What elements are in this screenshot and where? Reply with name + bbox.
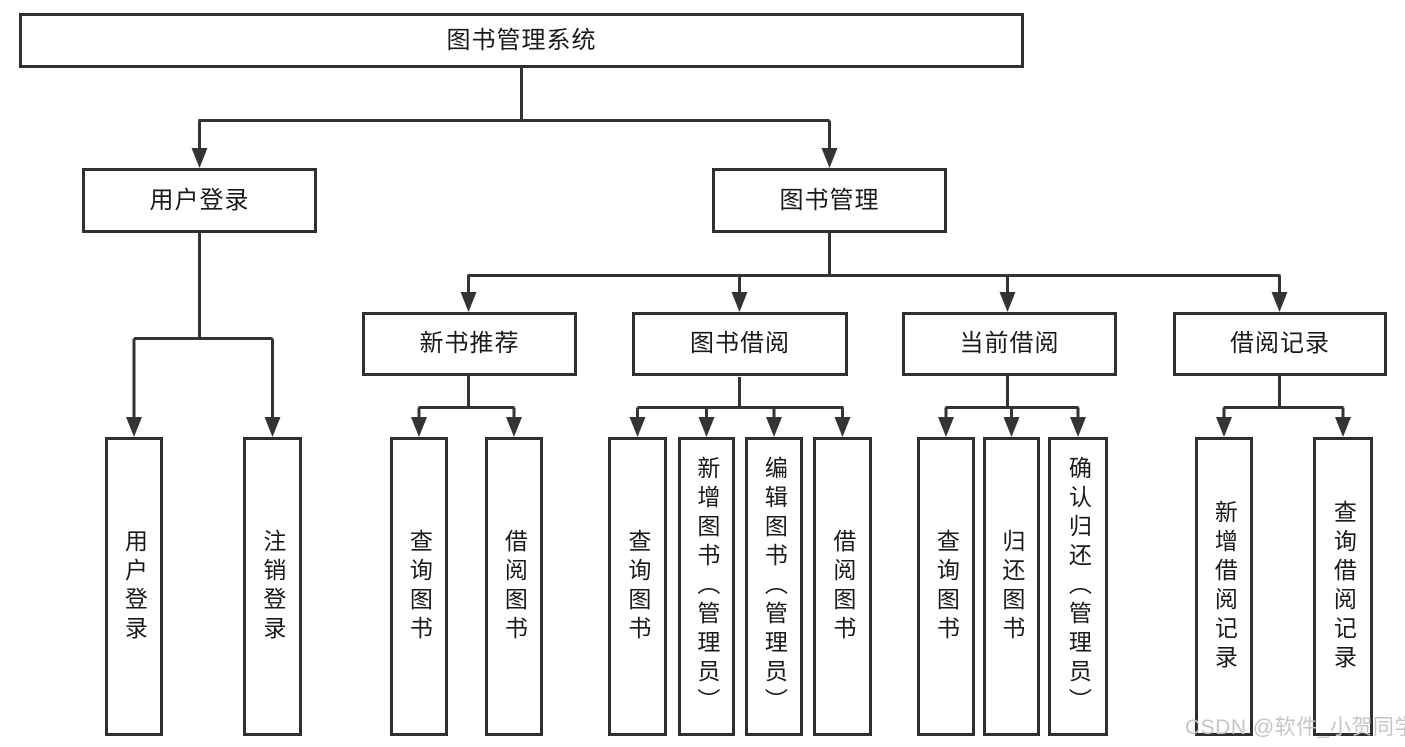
node-root: 图书管理系统 [19, 13, 1024, 68]
connector-paths [132, 68, 1345, 421]
node-query-borrow-record: 查询借阅记录 [1313, 437, 1373, 736]
node-borrow-books-1: 借阅图书 [485, 437, 543, 736]
node-borrow-books-2: 借阅图书 [813, 437, 872, 736]
node-confirm-return-admin: 确认归还（管理员） [1048, 437, 1108, 736]
node-logout-leaf: 注销登录 [243, 437, 302, 736]
node-login-leaf: 用户登录 [105, 437, 163, 736]
watermark: CSDN @软件_小贺同学 [1185, 716, 1405, 739]
node-book-management: 图书管理 [712, 168, 947, 233]
node-query-books-1: 查询图书 [390, 437, 448, 736]
node-query-books-2: 查询图书 [608, 437, 667, 736]
node-add-books-admin: 新增图书（管理员） [678, 437, 735, 736]
node-new-book-recommend: 新书推荐 [362, 312, 577, 376]
node-user-login: 用户登录 [82, 168, 317, 233]
node-add-borrow-record: 新增借阅记录 [1195, 437, 1253, 736]
node-current-borrowing: 当前借阅 [902, 312, 1117, 376]
node-query-books-3: 查询图书 [917, 437, 975, 736]
node-borrow-records: 借阅记录 [1173, 312, 1387, 376]
node-return-books: 归还图书 [983, 437, 1040, 736]
node-edit-books-admin: 编辑图书（管理员） [745, 437, 803, 736]
node-book-borrowing: 图书借阅 [632, 312, 848, 376]
arrowheads [126, 148, 1351, 437]
